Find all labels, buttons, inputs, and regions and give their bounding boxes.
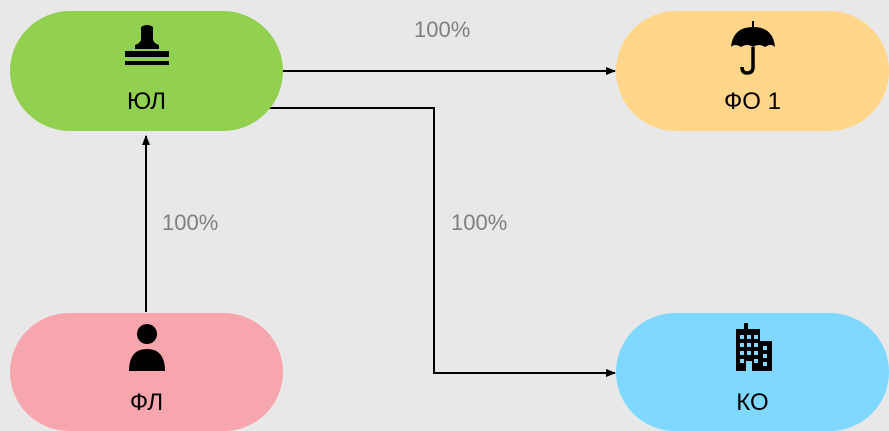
building-icon <box>735 323 772 371</box>
node-fo1[interactable]: ФО 1 <box>616 11 889 131</box>
edge-yul-to-ko <box>263 107 616 377</box>
node-label-ko: КО <box>736 389 769 416</box>
edge-label-fl-yul: 100% <box>162 210 219 235</box>
node-label-fo1: ФО 1 <box>724 88 781 115</box>
node-label-yul: ЮЛ <box>127 88 166 115</box>
node-ko[interactable]: КО <box>616 313 889 431</box>
edge-label-yul-ko: 100% <box>451 210 508 235</box>
node-yul[interactable]: ЮЛ <box>10 11 283 131</box>
node-fl[interactable]: ФЛ <box>10 313 283 431</box>
node-label-fl: ФЛ <box>129 389 164 416</box>
edge-label-yul-fo1: 100% <box>414 17 471 42</box>
person-icon <box>128 324 165 371</box>
stamp-icon <box>124 25 169 65</box>
umbrella-icon <box>730 21 775 75</box>
